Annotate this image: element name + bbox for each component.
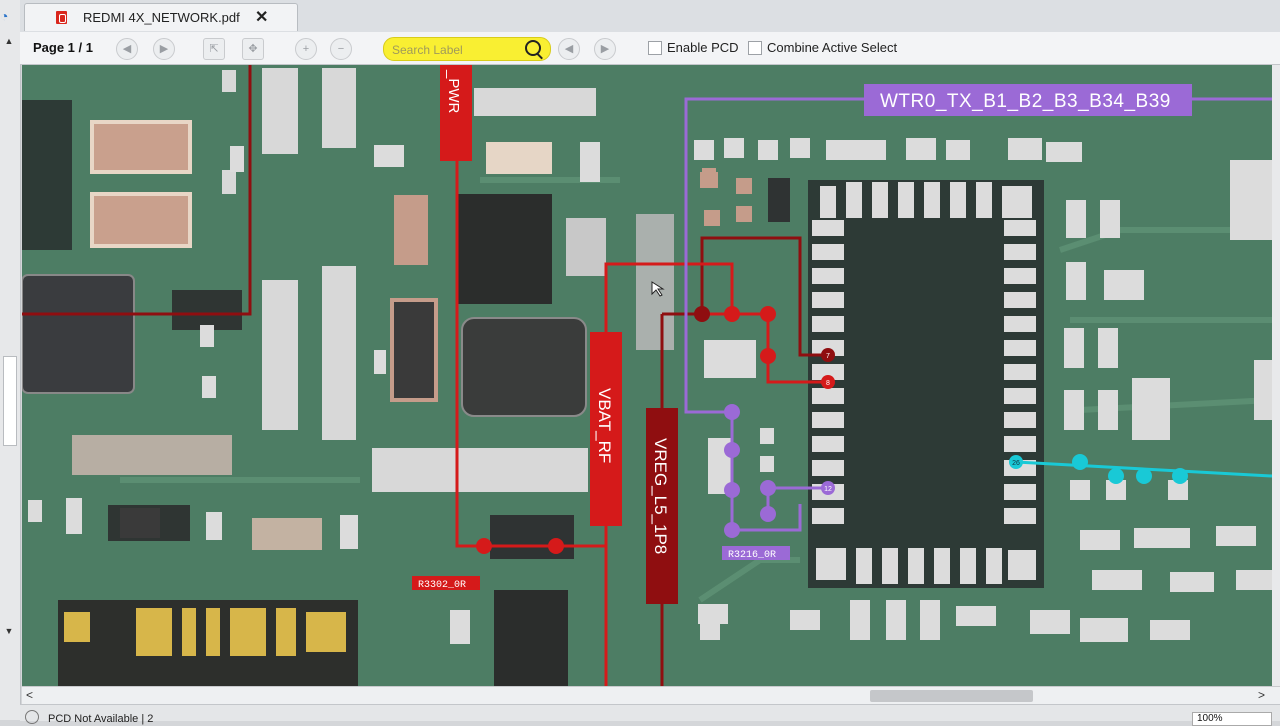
pcb-canvas[interactable]: 7 8 12 26 _PWR WTR0_TX_B1_B2_B3_B34_B39 …	[22, 65, 1272, 686]
status-bar: PCD Not Available | 2 100%	[20, 704, 1280, 726]
ref-label-r3216: R3216_0R	[728, 550, 776, 561]
search-input[interactable]	[390, 40, 524, 59]
net-label-vreg: VREG_L5_1P8	[651, 438, 670, 554]
move-icon[interactable]: ✥	[242, 38, 264, 60]
scroll-left-icon[interactable]: <	[26, 688, 34, 702]
pdf-file-icon	[56, 11, 67, 24]
net-label-pwr-box[interactable]	[440, 65, 472, 161]
search-icon[interactable]	[525, 40, 541, 56]
pin-12-number: 12	[824, 486, 832, 493]
ref-label-r3302: R3302_0R	[418, 580, 466, 591]
pin-8-marker[interactable]	[821, 375, 835, 389]
pin-7-number: 7	[826, 353, 830, 360]
net-label-vreg-box[interactable]	[646, 408, 678, 604]
pin-7-marker[interactable]	[821, 348, 835, 362]
scroll-down-icon[interactable]: ▼	[4, 626, 14, 636]
ref-label-r3302-box[interactable]	[412, 576, 480, 590]
page-indicator: Page 1 / 1	[33, 40, 93, 55]
zoom-select[interactable]: 100%	[1192, 712, 1272, 726]
tab-title: REDMI 4X_NETWORK.pdf	[83, 10, 240, 25]
export-icon[interactable]: ⇱	[203, 38, 225, 60]
horizontal-scrollbar-thumb[interactable]	[870, 690, 1033, 702]
pin-8-number: 8	[826, 380, 830, 387]
enable-pcd-checkbox[interactable]	[648, 41, 662, 55]
pcb-board-view[interactable]: 7 8 12 26 _PWR WTR0_TX_B1_B2_B3_B34_B39 …	[22, 65, 1272, 686]
previous-page-icon[interactable]: ◀	[116, 38, 138, 60]
toolbar: Page 1 / 1 ◀ ▶ ⇱ ✥ + − ◀ ▶ Enable PCD Co…	[20, 32, 1280, 65]
scroll-up-icon[interactable]: ▲	[4, 36, 14, 46]
enable-pcd-label: Enable PCD	[667, 40, 739, 55]
tab-close-button[interactable]: ✕	[255, 9, 269, 26]
next-page-icon[interactable]: ▶	[153, 38, 175, 60]
status-text: PCD Not Available | 2	[48, 713, 154, 725]
pin-12-marker[interactable]	[821, 481, 835, 495]
vertical-scrollbar[interactable]	[1272, 65, 1280, 686]
net-label-vbat-box[interactable]	[590, 332, 622, 526]
search-label-box[interactable]	[383, 37, 551, 61]
hand-cursor-icon	[651, 281, 665, 297]
left-panel-strip: ◔ ▲ ▼	[0, 0, 21, 720]
pin-26-number: 26	[1012, 460, 1020, 467]
pin-26-marker[interactable]	[1009, 455, 1023, 469]
net-label-wtr0: WTR0_TX_B1_B2_B3_B34_B39	[880, 91, 1171, 112]
left-scrollbar-thumb[interactable]	[3, 356, 17, 446]
scroll-right-icon[interactable]: >	[1258, 688, 1266, 702]
panel-icon[interactable]: ◔	[0, 8, 9, 24]
net-label-pwr: _PWR	[445, 69, 462, 114]
ref-label-r3216-box[interactable]	[722, 546, 790, 560]
zoom-out-icon[interactable]: −	[330, 38, 352, 60]
zoom-in-icon[interactable]: +	[295, 38, 317, 60]
tab-bar: REDMI 4X_NETWORK.pdf ✕	[20, 0, 1280, 32]
horizontal-scrollbar[interactable]: < >	[22, 686, 1280, 705]
combine-active-select-checkbox[interactable]	[748, 41, 762, 55]
net-label-vbat: VBAT_RF	[595, 388, 614, 463]
status-indicator-icon	[25, 710, 39, 724]
search-next-icon[interactable]: ▶	[594, 38, 616, 60]
tab-document[interactable]: REDMI 4X_NETWORK.pdf ✕	[24, 3, 298, 31]
search-previous-icon[interactable]: ◀	[558, 38, 580, 60]
net-label-wtr0-box[interactable]	[864, 84, 1192, 116]
combine-active-select-label: Combine Active Select	[767, 40, 898, 55]
